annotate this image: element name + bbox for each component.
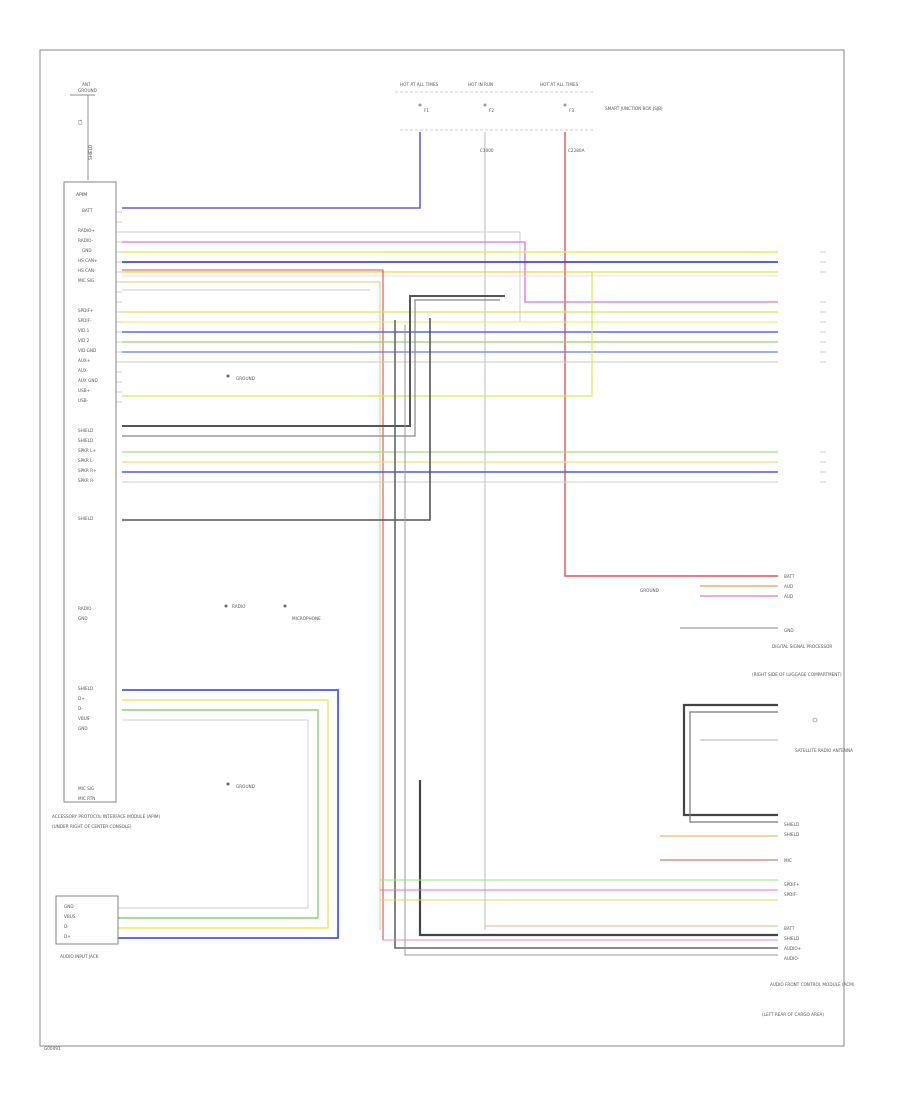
svg-text:GND: GND [78,616,88,621]
antenna-label: SATELLITE RADIO ANTENNA [795,748,853,753]
usb-jack-box [55,895,119,945]
svg-text:MIC RTN: MIC RTN [78,796,95,801]
svg-text:C3: C3 [78,119,83,125]
connector-c1: C1000 [480,148,494,153]
svg-text:F1: F1 [424,108,429,113]
svg-text:D+: D+ [78,696,85,701]
fuse-label-1: HOT AT ALL TIMES [400,82,439,87]
svg-text:GND: GND [78,726,88,731]
svg-text:RADIO: RADIO [232,604,246,609]
svg-text:F3: F3 [569,108,574,113]
svg-text:AUX-: AUX- [78,368,89,373]
fuse-label-2: HOT IN RUN [468,82,493,87]
module-caption-2: (UNDER RIGHT OF CENTER CONSOLE) [52,824,132,829]
usb-label: AUDIO INPUT JACK [60,954,99,959]
svg-text:USB-: USB- [78,398,89,403]
svg-text:SHIELD: SHIELD [88,145,93,160]
svg-text:HS CAN-: HS CAN- [78,268,96,273]
svg-text:AUX GND: AUX GND [78,378,98,383]
svg-text:SHIELD: SHIELD [78,686,93,691]
svg-text:SHIELD: SHIELD [78,428,93,433]
wire-red-feed [564,132,778,577]
right-box-label-4: (LEFT REAR OF CARGO AREA) [762,1012,824,1017]
svg-text:GND: GND [64,904,74,909]
bottom-right-labels: SHIELD SHIELD MIC SPDIF+ SPDIF- BATT SHI… [762,822,855,1017]
connector-c2: C2280A [568,148,585,153]
svg-text:VBUS: VBUS [78,716,90,721]
right-radio-block: BATT AUD AUD GND GROUND DIGITAL SIGNAL P… [640,574,842,677]
right-box-label-2: (RIGHT SIDE OF LUGGAGE COMPARTMENT) [752,672,842,677]
svg-text:AUX+: AUX+ [78,358,91,363]
svg-text:SPDIF-: SPDIF- [78,318,92,323]
svg-text:RADIO: RADIO [78,606,92,611]
svg-text:SPKR L-: SPKR L- [78,458,94,463]
svg-text:SPKR R-: SPKR R- [78,478,95,483]
svg-text:SPDIF+: SPDIF+ [784,882,800,887]
junction-note: SMART JUNCTION BOX (SJB) [605,106,663,111]
antenna-harness: SATELLITE RADIO ANTENNA [682,703,853,823]
fuse-label-3: HOT AT ALL TIMES [540,82,579,87]
svg-text:SHIELD: SHIELD [784,822,799,827]
svg-text:RADIO+: RADIO+ [78,228,95,233]
svg-text:VBUS: VBUS [64,914,76,919]
apim-module-box [63,181,117,803]
pin-labels-left: BATT RADIO+ RADIO- GND HS CAN+ HS CAN- M… [78,208,98,801]
right-pin-ticks [820,251,826,483]
svg-text:MIC SIG: MIC SIG [78,786,94,791]
svg-text:D-: D- [64,924,69,929]
svg-text:GROUND: GROUND [236,376,255,381]
svg-text:BATT: BATT [82,208,93,213]
svg-text:GROUND: GROUND [640,588,659,593]
svg-text:D-: D- [78,706,83,711]
svg-text:GND: GND [82,248,92,253]
svg-text:SPKR R+: SPKR R+ [78,468,97,473]
svg-text:SPKR L+: SPKR L+ [78,448,97,453]
diagram-frame [39,49,845,1047]
svg-text:SHIELD: SHIELD [784,832,799,837]
svg-text:RADIO-: RADIO- [78,238,93,243]
wire-purple-feed [122,132,421,209]
svg-text:GND: GND [784,628,794,633]
svg-text:SHIELD: SHIELD [784,936,799,941]
page-ref: G00091 [44,1046,61,1051]
top-left-stub: ANT GROUND C3 SHIELD [70,82,97,180]
svg-text:D+: D+ [64,934,71,939]
svg-text:USB+: USB+ [78,388,91,393]
signal-wires [122,231,778,940]
svg-text:F2: F2 [489,108,494,113]
shield-harness [122,295,778,956]
svg-text:VID GND: VID GND [78,348,96,353]
fuse-area: HOT AT ALL TIMES HOT IN RUN HOT AT ALL T… [395,82,663,153]
svg-text:AUD: AUD [784,584,793,589]
svg-text:BATT: BATT [784,574,795,579]
svg-text:AUDIO-: AUDIO- [784,956,800,961]
svg-text:VID 1: VID 1 [78,328,90,333]
svg-text:SPDIF+: SPDIF+ [78,308,94,313]
svg-text:SHIELD: SHIELD [78,438,93,443]
svg-text:GROUND: GROUND [236,784,255,789]
svg-text:VID 2: VID 2 [78,338,90,343]
svg-text:AUD: AUD [784,594,793,599]
svg-text:HS CAN+: HS CAN+ [78,258,98,263]
module-caption: ACCESSORY PROTOCOL INTERFACE MODULE (API… [52,814,160,819]
svg-text:GROUND: GROUND [78,88,97,93]
right-box-label-3: AUDIO FRONT CONTROL MODULE (ACM) [770,982,855,987]
svg-text:SPDIF-: SPDIF- [784,892,798,897]
usb-wires [118,689,339,939]
module-header: APIM [76,192,87,198]
svg-text:AUDIO+: AUDIO+ [784,946,802,951]
bottom-right-wires [380,835,778,941]
svg-text:MICROPHONE: MICROPHONE [292,616,321,621]
pin-rows [116,211,122,403]
svg-text:SHIELD: SHIELD [78,516,93,521]
svg-text:MIC: MIC [784,858,792,863]
svg-text:MIC SIG: MIC SIG [78,278,94,283]
right-box-label-1: DIGITAL SIGNAL PROCESSOR [772,644,832,649]
svg-text:BATT: BATT [784,926,795,931]
svg-text:ANT: ANT [82,82,91,87]
ground-markers-left: GROUND RADIO MICROPHONE GROUND [224,374,321,789]
